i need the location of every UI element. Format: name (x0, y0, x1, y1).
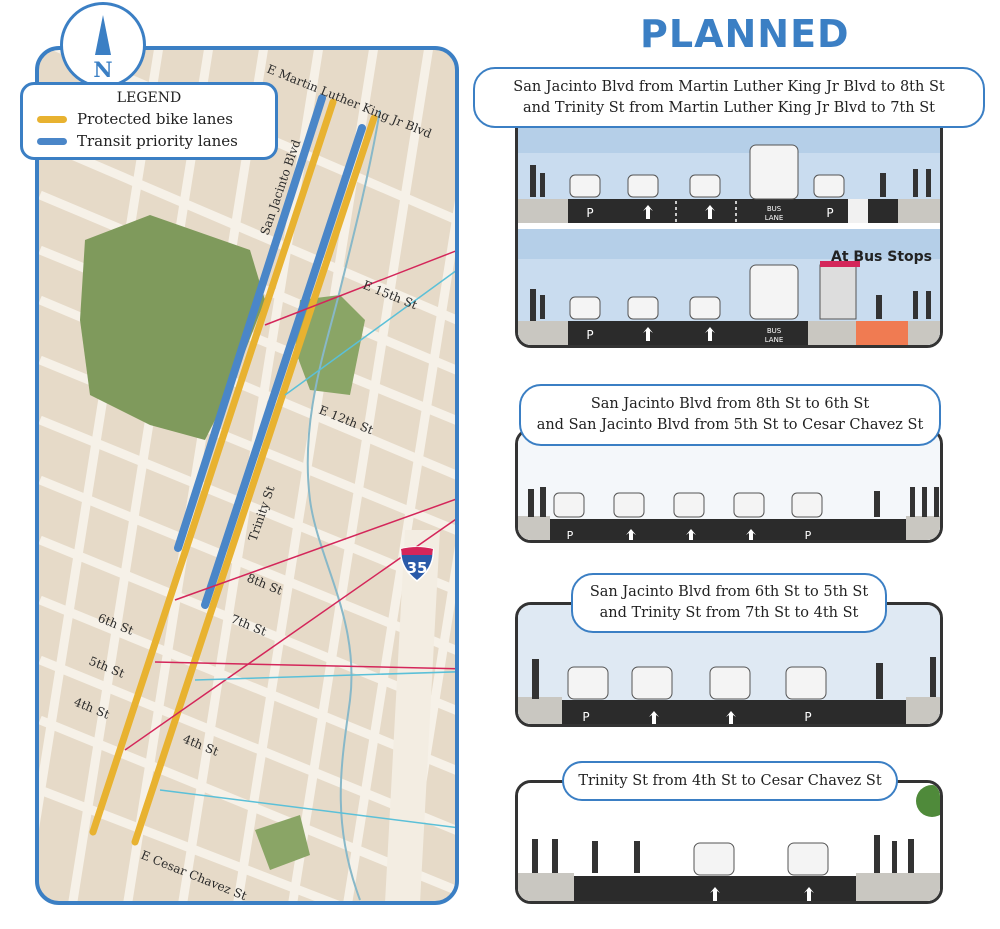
palm-park (255, 815, 310, 870)
north-compass: N (60, 2, 146, 88)
bus-stop-label: At Bus Stops (831, 249, 932, 265)
lane-parking-1: P (586, 206, 593, 220)
lane-parking-3: P (586, 328, 593, 342)
north-letter: N (93, 57, 113, 82)
north-arrow-icon (95, 15, 111, 55)
transit-lane-san-jacinto (174, 94, 326, 552)
bike-lane-swatch (37, 115, 67, 123)
bus-lane-label-bottom-1: BUS (767, 327, 782, 335)
cross-section-panel-2: P P (515, 428, 943, 543)
segment-3-line-2: and Trinity St from 7th St to 4th St (599, 605, 859, 621)
segment-4-line-1: Trinity St from 4th St to Cesar Chavez S… (578, 772, 882, 789)
legend-label-bike: Protected bike lanes (77, 110, 233, 128)
bike-lane-trinity (131, 114, 378, 846)
i35-corridor (385, 530, 440, 903)
segment-1-line-2: and Trinity St from Martin Luther King J… (523, 99, 935, 116)
cross-section-2: P P (518, 431, 940, 542)
cross-section-4 (518, 783, 940, 901)
interstate-number: 35 (407, 559, 428, 577)
waller-creek (306, 109, 381, 901)
map-frame (35, 46, 459, 905)
bus-lane-label-top-1: BUS (767, 205, 782, 213)
capitol-park (80, 215, 265, 440)
legend-title: LEGEND (116, 90, 182, 106)
segment-callout-3: San Jacinto Blvd from 6th St to 5th St a… (571, 573, 887, 633)
waller-creek-park (295, 295, 365, 395)
legend-item-transit: Transit priority lanes (37, 132, 238, 150)
cross-section-panel-4 (515, 780, 943, 904)
legend: LEGEND Protected bike lanes Transit prio… (20, 82, 278, 160)
segment-callout-4: Trinity St from 4th St to Cesar Chavez S… (562, 761, 898, 801)
bike-lane-san-jacinto (89, 98, 337, 836)
legend-item-bike: Protected bike lanes (37, 110, 233, 128)
bus-lane-label-bottom-2: LANE (765, 336, 784, 344)
page-title: PLANNED (640, 12, 850, 56)
transit-lane-swatch (37, 137, 67, 145)
segment-2-line-1: San Jacinto Blvd from 8th St to 6th St (590, 396, 870, 412)
segment-3-line-1: San Jacinto Blvd from 6th St to 5th St (589, 584, 869, 600)
cross-section-1: P P BUS LANE P BUS LANE (518, 113, 940, 345)
legend-label-transit: Transit priority lanes (77, 132, 238, 150)
segment-2-line-2: and San Jacinto Blvd from 5th St to Cesa… (536, 417, 924, 433)
lane-parking-4: P (567, 529, 574, 542)
segment-callout-1: San Jacinto Blvd from Martin Luther King… (473, 67, 985, 128)
transit-lane-trinity (201, 124, 366, 609)
cross-section-panel-1: P P BUS LANE P BUS LANE At Bus Stops (515, 110, 943, 348)
lane-parking-6: P (582, 710, 589, 724)
interstate-shield-icon: 35 (400, 546, 434, 582)
lane-parking-7: P (804, 710, 811, 724)
lane-parking-5: P (805, 529, 812, 542)
bus-lane-label-top-2: LANE (765, 214, 784, 222)
lane-parking-2: P (826, 206, 833, 220)
segment-1-line-1: San Jacinto Blvd from Martin Luther King… (513, 78, 945, 95)
segment-callout-2: San Jacinto Blvd from 8th St to 6th St a… (519, 384, 941, 446)
